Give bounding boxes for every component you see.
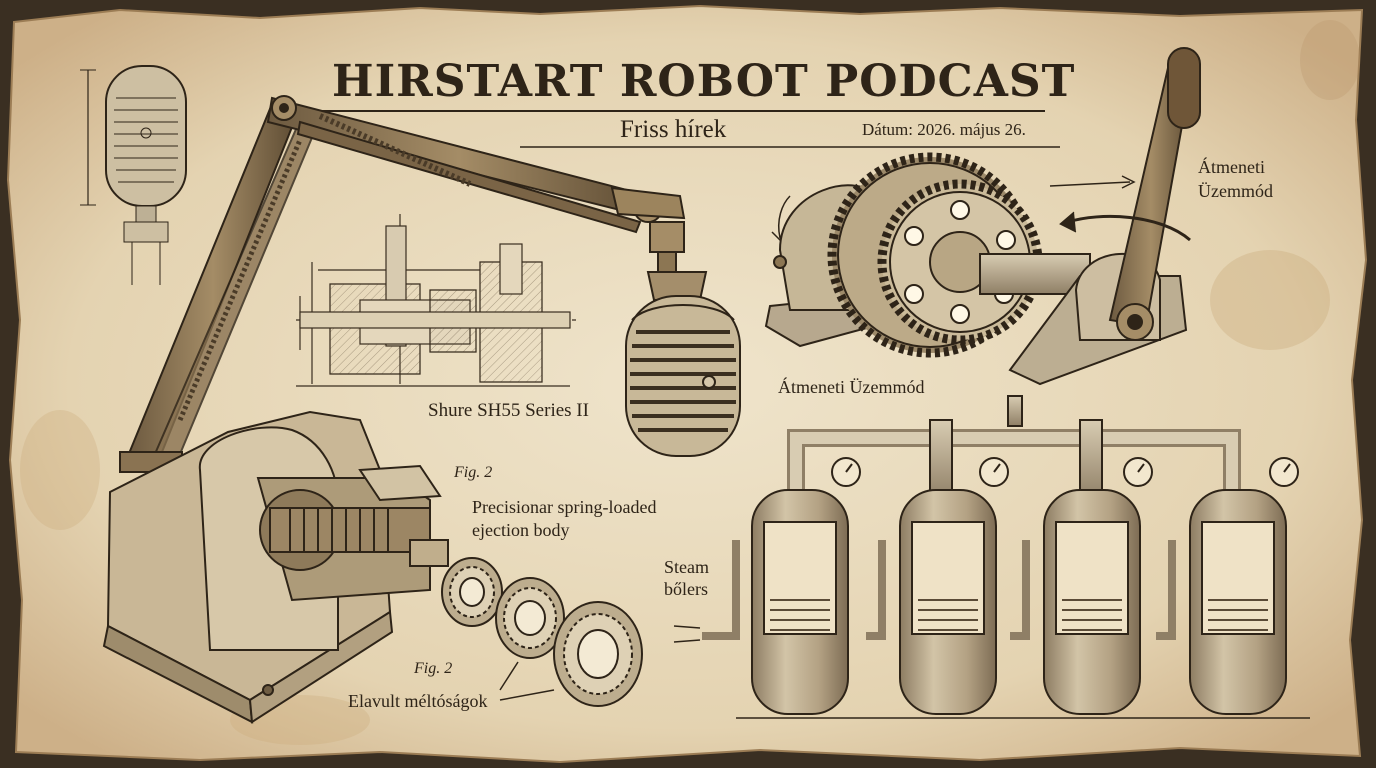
technical-section-drawing: [296, 214, 576, 387]
stain: [1300, 20, 1360, 100]
gear-front: [877, 179, 1043, 345]
lever-label-line-2: Üzemmód: [1198, 181, 1273, 201]
studio-microphone: [625, 271, 741, 457]
gear-caption: Átmeneti Üzemmód: [778, 377, 925, 397]
bearings-label: Elavult méltóságok: [348, 691, 488, 711]
figure-label-bottom: Fig. 2: [414, 660, 453, 677]
figure-label-top: Fig. 2: [454, 464, 493, 481]
boiler-1: [702, 457, 861, 715]
steam-label-line-2: bőlers: [664, 579, 708, 599]
bearing-small: [441, 557, 503, 627]
ejection-vise: [102, 410, 449, 724]
small-microphone-sketch: [80, 65, 187, 285]
boiler-4: [1156, 457, 1299, 715]
bearing-large: [553, 601, 643, 707]
steam-boilers: [673, 395, 1310, 719]
bearing-medium: [495, 577, 565, 659]
microphone-label: Shure SH55 Series II: [428, 400, 589, 421]
boiler-2: [866, 457, 1009, 715]
stain: [1210, 250, 1330, 350]
lever-label-line-1: Átmeneti: [1198, 157, 1265, 177]
boiler-3: [1010, 457, 1153, 715]
spring-label-line-1: Precisionar spring-loaded: [472, 497, 657, 517]
steam-label-line-1: Steam: [664, 557, 709, 577]
robot-arm: [119, 95, 686, 480]
gear-assembly: [764, 47, 1201, 386]
date-label: Dátum: 2026. május 26.: [862, 120, 1026, 139]
bearings: [441, 557, 643, 707]
page-subtitle: Friss hírek: [620, 116, 727, 143]
stain: [20, 410, 100, 530]
page-title: HIRSTART ROBOT PODCAST: [332, 56, 1076, 107]
spring-label-line-2: ejection body: [472, 520, 570, 540]
